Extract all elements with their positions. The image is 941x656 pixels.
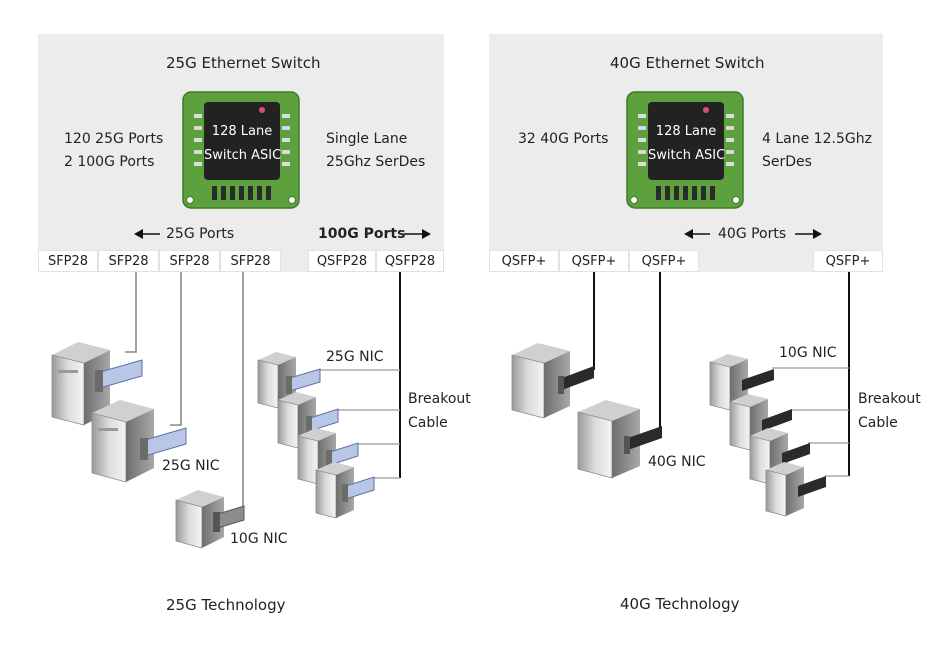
port-row-40g: QSFP+ QSFP+ QSFP+ QSFP+ bbox=[489, 250, 883, 272]
caption-40g-technology: 40G Technology bbox=[620, 595, 740, 613]
arrow-label-25g-ports: 25G Ports bbox=[166, 226, 235, 242]
breakout-label-line-2: Cable bbox=[858, 415, 898, 431]
chip-label-line-1: 128 Lane bbox=[655, 124, 717, 139]
port-qsfp-plus: QSFP+ bbox=[559, 250, 629, 272]
arrow-left-icon bbox=[134, 229, 160, 239]
nic-label-10g: 10G NIC bbox=[230, 531, 288, 547]
nic-card-25g-icon bbox=[306, 408, 339, 434]
arrow-left-icon bbox=[684, 229, 710, 239]
arrow-label-100g-ports: 100G Ports bbox=[318, 226, 406, 242]
chip-label-line-2: Switch ASIC bbox=[204, 148, 282, 163]
nic-card-40g-icon bbox=[624, 426, 662, 454]
switch-title-25g: 25G Ethernet Switch bbox=[166, 54, 321, 72]
caption-25g-technology: 25G Technology bbox=[166, 596, 286, 614]
serdes-line-1: Single Lane bbox=[326, 131, 408, 147]
nic-card-25g-icon bbox=[342, 476, 375, 502]
nic-card-25g-icon bbox=[95, 359, 143, 392]
asic-chip-icon bbox=[182, 91, 300, 209]
nic-card-40g-icon bbox=[798, 476, 826, 497]
server-icon bbox=[315, 462, 354, 519]
ports-line-2: 2 100G Ports bbox=[64, 154, 155, 170]
serdes-line-2: 25Ghz SerDes bbox=[326, 154, 426, 170]
nic-label-40g: 40G NIC bbox=[648, 454, 706, 470]
port-row-25g: SFP28 SFP28 SFP28 SFP28 QSFP28 QSFP28 bbox=[38, 250, 444, 272]
port-qsfp-plus: QSFP+ bbox=[629, 250, 699, 272]
chip-label-line-1: 128 Lane bbox=[211, 124, 273, 139]
port-sfp28: SFP28 bbox=[38, 250, 98, 272]
nic-label-25g: 25G NIC bbox=[162, 458, 220, 474]
port-qsfp-plus: QSFP+ bbox=[813, 250, 883, 272]
serdes-line-1: 4 Lane 12.5Ghz bbox=[762, 131, 872, 147]
port-sfp28: SFP28 bbox=[159, 250, 220, 272]
nic-label-10g-breakout: 10G NIC bbox=[779, 345, 837, 361]
arrow-right-icon bbox=[404, 229, 431, 239]
port-sfp28: SFP28 bbox=[220, 250, 281, 272]
nic-card-40g-icon bbox=[742, 369, 774, 391]
nic-card-25g-icon bbox=[326, 442, 359, 468]
nic-label-25g-breakout: 25G NIC bbox=[326, 349, 384, 365]
nic-card-40g-icon bbox=[762, 409, 792, 431]
asic-chip-icon bbox=[626, 91, 744, 209]
breakout-branches-25g bbox=[318, 369, 400, 479]
nic-card-40g-icon bbox=[558, 366, 594, 394]
port-sfp28: SFP28 bbox=[98, 250, 159, 272]
server-icon bbox=[511, 343, 570, 419]
serdes-line-2: SerDes bbox=[762, 154, 812, 170]
breakout-branches-40g bbox=[772, 367, 849, 477]
switch-title-40g: 40G Ethernet Switch bbox=[610, 54, 765, 72]
breakout-label-line-1: Breakout bbox=[858, 391, 921, 407]
ports-line-1: 32 40G Ports bbox=[518, 131, 609, 147]
breakout-label-line-1: Breakout bbox=[408, 391, 471, 407]
breakout-label-line-2: Cable bbox=[408, 415, 448, 431]
port-qsfp28: QSFP28 bbox=[308, 250, 376, 272]
chip-label-line-2: Switch ASIC bbox=[648, 148, 726, 163]
server-icon bbox=[765, 462, 804, 517]
nic-card-10g-icon bbox=[213, 505, 245, 532]
port-qsfp-plus: QSFP+ bbox=[489, 250, 559, 272]
nic-card-25g-icon bbox=[140, 427, 187, 460]
nic-card-40g-icon bbox=[782, 443, 810, 464]
cable-lines-40g bbox=[593, 272, 850, 476]
arrow-right-icon bbox=[795, 229, 822, 239]
arrow-label-40g-ports: 40G Ports bbox=[718, 226, 787, 242]
port-qsfp28: QSFP28 bbox=[376, 250, 444, 272]
nic-card-25g-icon bbox=[286, 368, 321, 394]
ports-line-1: 120 25G Ports bbox=[64, 131, 164, 147]
